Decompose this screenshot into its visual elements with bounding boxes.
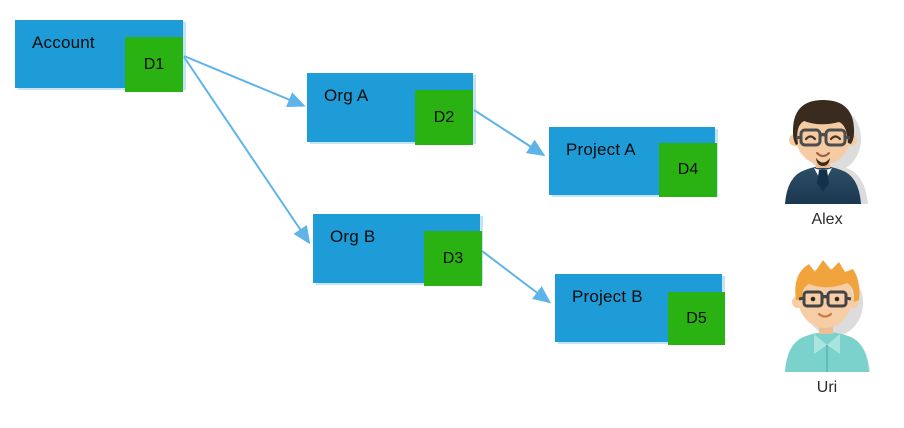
node-project-a: Project A D4 — [549, 127, 717, 197]
node-org-b-label: Org B — [330, 227, 376, 246]
node-org-a-label: Org A — [324, 86, 369, 105]
badge-d1: D1 — [125, 37, 183, 92]
node-project-b-label: Project B — [572, 287, 643, 306]
node-org-b: Org B D3 — [313, 214, 482, 286]
badge-d1-label: D1 — [143, 55, 165, 73]
badge-d2: D2 — [415, 90, 473, 145]
badge-d4: D4 — [659, 143, 717, 197]
badge-d2-label: D2 — [433, 108, 455, 126]
user-name-uri: Uri — [816, 379, 838, 396]
badge-d5-label: D5 — [686, 309, 707, 327]
badge-d4-label: D4 — [677, 161, 699, 178]
uri-avatar-icon — [785, 260, 870, 372]
edge-d2-projecta — [473, 109, 546, 157]
edge-d1-orga — [183, 55, 306, 108]
edge-d1-orgb — [183, 56, 311, 245]
badge-d5: D5 — [668, 292, 725, 345]
user-card-alex: Alex — [772, 92, 882, 229]
node-account: Account D1 — [15, 20, 183, 92]
badge-d3-label: D3 — [442, 249, 464, 267]
user-name-alex: Alex — [811, 211, 843, 228]
node-project-b: Project B D5 — [555, 274, 725, 345]
alex-avatar-icon — [785, 100, 868, 204]
node-org-a: Org A D2 — [307, 73, 473, 145]
node-project-a-label: Project A — [566, 140, 636, 159]
badge-d3: D3 — [424, 231, 482, 286]
node-account-label: Account — [32, 33, 95, 52]
user-card-uri: Uri — [772, 250, 882, 397]
edge-d3-projectb — [481, 250, 552, 304]
